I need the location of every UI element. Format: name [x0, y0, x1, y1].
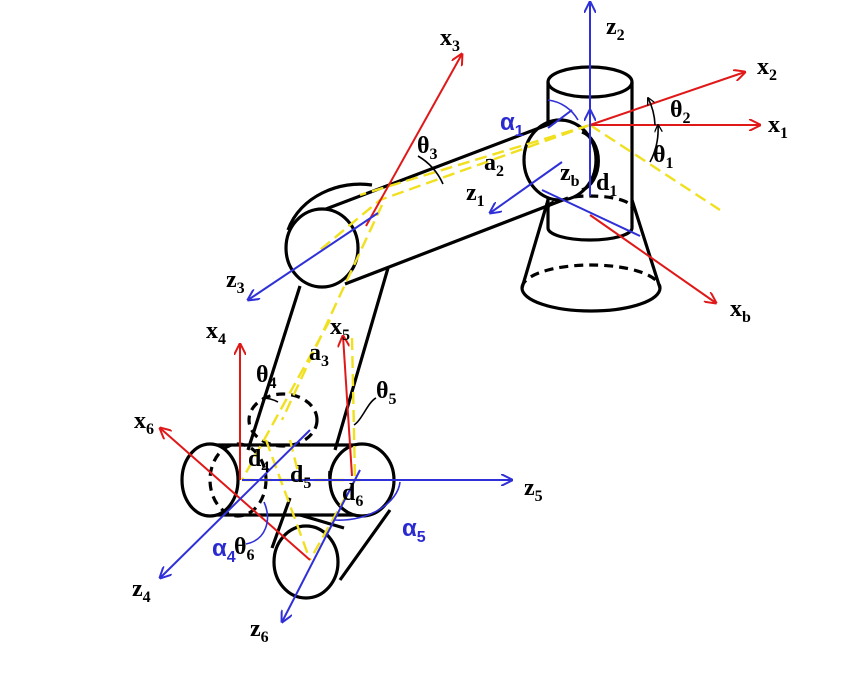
label-theta1: θ1	[653, 142, 674, 172]
alpha4-arc	[245, 501, 269, 545]
forearm-link	[246, 267, 390, 451]
z1-axis	[490, 161, 563, 213]
label-theta4: θ4	[256, 362, 277, 392]
label-alpha1: α1	[500, 109, 524, 140]
theta4-arc	[261, 397, 279, 403]
theta3-arc	[417, 155, 444, 185]
zb-lower	[541, 189, 641, 237]
x3-axis	[365, 54, 462, 227]
label-z1: z1	[466, 180, 485, 210]
upper-arm-link	[284, 120, 569, 289]
z6-axis	[282, 469, 361, 622]
label-z2: z2	[606, 14, 625, 44]
label-x1: x1	[768, 112, 788, 142]
z1-upper	[547, 109, 573, 129]
angle-arcs	[245, 98, 658, 545]
label-x4: x4	[206, 318, 226, 348]
label-d4: d4	[248, 446, 269, 476]
x5-axis	[343, 336, 353, 477]
z3-axis	[248, 212, 379, 300]
label-alpha4: α4	[212, 535, 236, 566]
x-axes	[160, 54, 760, 561]
theta2-arc	[648, 98, 656, 126]
label-zb: zb	[560, 160, 580, 190]
label-xb: xb	[730, 296, 751, 326]
label-alpha5: α5	[402, 515, 426, 546]
label-d6: d6	[342, 480, 363, 510]
label-a2: a2	[484, 150, 504, 180]
label-z3: z3	[226, 267, 245, 297]
label-theta2: θ2	[670, 97, 691, 127]
label-x5: x5	[330, 314, 350, 344]
label-x3: x3	[440, 25, 460, 55]
x6-axis	[160, 428, 311, 561]
label-z4: z4	[132, 576, 151, 606]
alpha5-arc	[333, 481, 401, 521]
label-theta3: θ3	[417, 133, 438, 163]
label-x6: x6	[134, 408, 154, 438]
label-theta6: θ6	[234, 534, 255, 564]
label-theta5: θ5	[376, 378, 397, 408]
z-axes	[160, 2, 641, 622]
alpha1-arc	[547, 99, 579, 121]
theta1-arc	[649, 125, 658, 163]
z4-axis	[160, 429, 311, 578]
label-a3: a3	[309, 340, 329, 370]
axis-labels: x3 z2 x2 x1 θ2 θ1 α1 θ3 a2 zb d1 z1 z3 x…	[132, 14, 788, 646]
xb-axis	[589, 214, 716, 303]
label-z5: z5	[524, 475, 543, 505]
label-x2: x2	[757, 54, 777, 84]
label-d5: d5	[290, 462, 311, 492]
theta5-arc	[353, 397, 377, 426]
label-d1: d1	[596, 170, 617, 200]
x2-axis	[589, 72, 745, 126]
label-z6: z6	[250, 616, 269, 646]
